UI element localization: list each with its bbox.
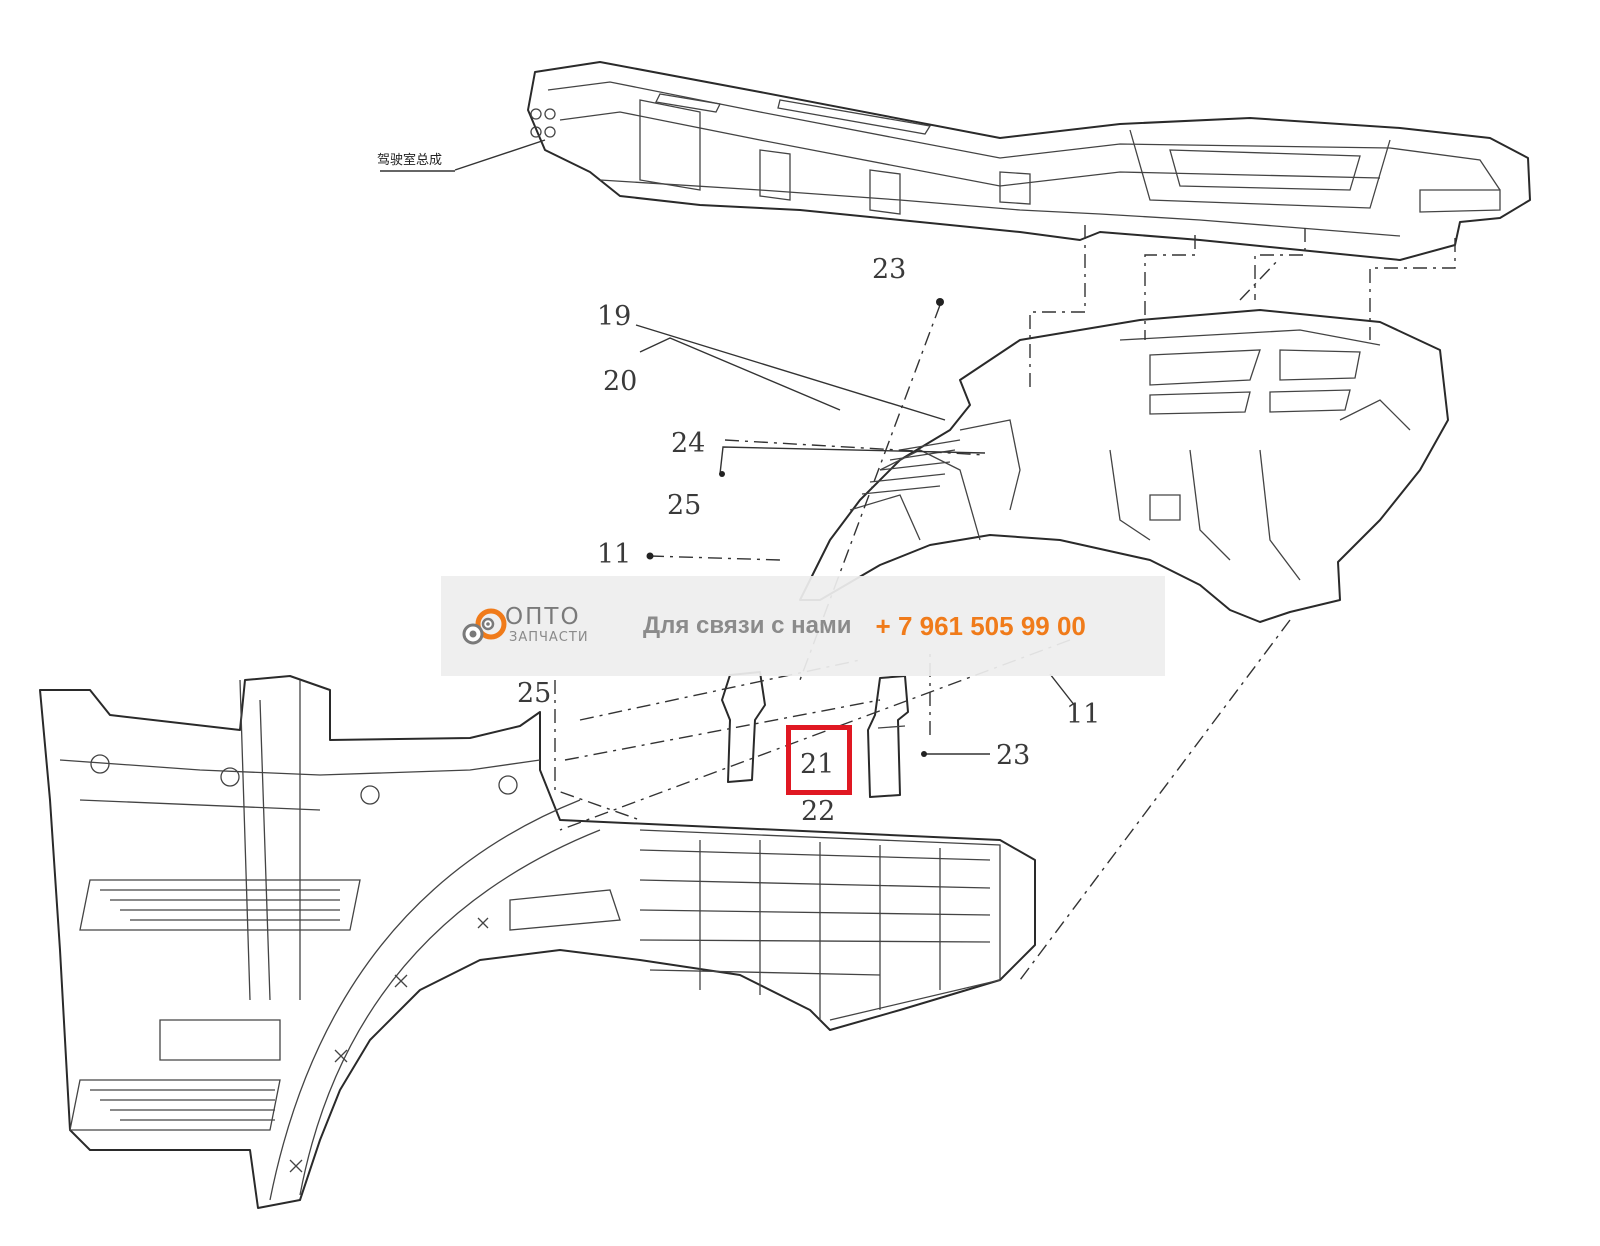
callout-24: 24 <box>671 428 705 459</box>
cab-floor-assembly <box>527 61 1531 261</box>
callout-23-top: 23 <box>872 254 906 285</box>
contact-label: Для связи с нами <box>643 612 852 639</box>
gear-logo-icon <box>462 608 507 645</box>
phone-number: + 7 961 505 99 00 <box>875 610 1086 641</box>
callout-25-lower: 25 <box>517 678 551 709</box>
callout-23-right: 23 <box>996 740 1030 771</box>
opto-zapchasti-logo: ОПТО ЗАПЧАСТИ <box>457 596 607 656</box>
cab-assembly-label: 驾驶室总成 <box>377 152 442 168</box>
callout-11-left: 11 <box>597 539 631 570</box>
callout-25-upper: 25 <box>667 490 701 521</box>
mudflap-brackets <box>721 671 909 798</box>
callout-22: 22 <box>801 796 835 827</box>
contact-banner: ОПТО ЗАПЧАСТИ Для связи с нами + 7 961 5… <box>441 576 1165 676</box>
logo-wordmark: ОПТО <box>505 604 581 630</box>
callout-19: 19 <box>597 301 631 332</box>
callout-21: 21 <box>800 749 834 780</box>
step-and-fender-assembly <box>39 675 1036 1209</box>
leader-lines <box>380 139 1076 757</box>
callout-20: 20 <box>603 366 637 397</box>
wheel-housing <box>799 309 1449 623</box>
highlight-box-part-21 <box>786 725 852 795</box>
logo-subtitle: ЗАПЧАСТИ <box>509 630 589 645</box>
callout-11-right: 11 <box>1066 699 1100 730</box>
